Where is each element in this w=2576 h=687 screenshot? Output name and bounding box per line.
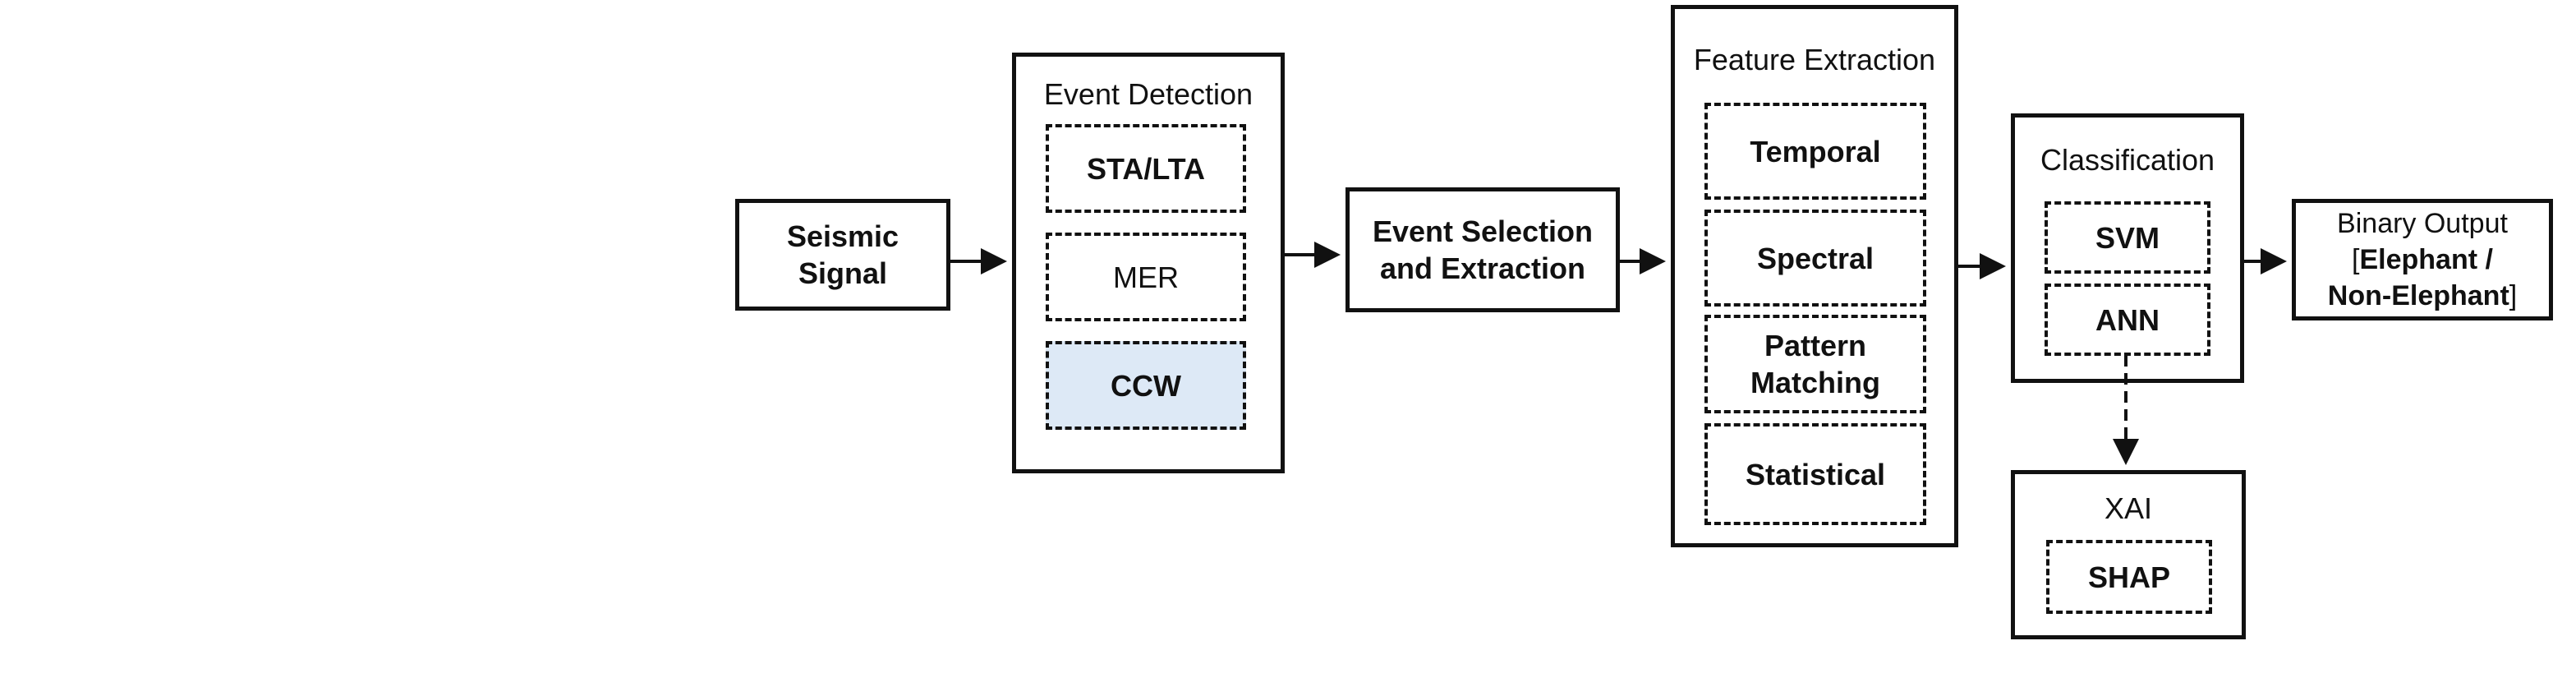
event-selection-label: Event Selection and Extraction bbox=[1372, 214, 1594, 285]
event-selection-box: Event Selection and Extraction bbox=[1346, 187, 1620, 312]
seismic-signal-label: Seismic Signal bbox=[786, 219, 899, 290]
event-detection-box: Event Detection STA/LTA MER CCW bbox=[1012, 53, 1285, 473]
feature-spectral: Spectral bbox=[1704, 210, 1926, 307]
binary-output-box: Binary Output [Elephant / Non-Elephant] bbox=[2292, 199, 2553, 320]
classification-box: Classification SVM ANN bbox=[2011, 113, 2244, 383]
model-svm: SVM bbox=[2045, 201, 2210, 274]
model-ann: ANN bbox=[2045, 284, 2210, 356]
feature-pattern-matching: Pattern Matching bbox=[1704, 315, 1926, 413]
method-ccw: CCW bbox=[1046, 341, 1246, 430]
binary-output-label: Binary Output [Elephant / Non-Elephant] bbox=[2327, 207, 2518, 312]
feature-extraction-box: Feature Extraction Temporal Spectral Pat… bbox=[1671, 5, 1958, 547]
classification-title: Classification bbox=[2040, 143, 2215, 177]
feature-extraction-title: Feature Extraction bbox=[1693, 43, 1936, 76]
xai-shap: SHAP bbox=[2046, 540, 2212, 614]
xai-box: XAI SHAP bbox=[2011, 470, 2246, 639]
feature-statistical: Statistical bbox=[1704, 423, 1926, 525]
class-non-elephant: Non-Elephant bbox=[2327, 280, 2509, 312]
method-sta-lta: STA/LTA bbox=[1046, 124, 1246, 213]
xai-title: XAI bbox=[2104, 491, 2153, 525]
feature-temporal: Temporal bbox=[1704, 103, 1926, 200]
seismic-signal-box: Seismic Signal bbox=[735, 199, 950, 311]
method-mer: MER bbox=[1046, 233, 1246, 321]
event-detection-title: Event Detection bbox=[1043, 77, 1254, 111]
class-elephant: Elephant / bbox=[2359, 243, 2493, 275]
